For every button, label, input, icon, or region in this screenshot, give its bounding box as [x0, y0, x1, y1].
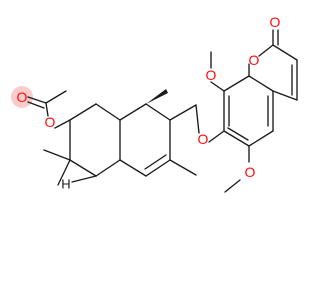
carbonyl-oxygen-label: O — [17, 89, 28, 105]
bond-ester-o-c — [54, 119, 71, 129]
bond-ch2 — [169, 104, 197, 121]
ether-oxygen-label: O — [198, 131, 209, 147]
bond-benz-2 — [223, 75, 250, 92]
bond-benz-6 — [223, 130, 250, 147]
bond-benz-3 — [248, 75, 274, 92]
bond-ring-b-1 — [119, 103, 147, 121]
bond-ring-b-4-double — [144, 154, 167, 170]
carbonyl-oxygen-highlight — [11, 86, 33, 108]
bond-gem-methyl-2 — [57, 159, 71, 186]
bond-stereo-h — [71, 175, 97, 183]
molecule-drawing: O O H O O O O O — [11, 14, 298, 193]
bond-ring-b-5 — [119, 159, 147, 177]
bond-ring-a-1 — [69, 103, 97, 121]
bond-ring-b-4 — [145, 159, 171, 177]
bond-acetyl-carbonyl-double — [27, 101, 45, 109]
bond-ring-a-3 — [95, 159, 121, 177]
bond-ome6-me — [224, 179, 241, 193]
bond-gem-methyl-1 — [43, 149, 71, 161]
methoxy-oxygen-8-label: O — [206, 67, 217, 83]
bond-o-aryl — [208, 130, 225, 143]
bond-ch2-o — [195, 104, 200, 134]
bond-ring-o-2 — [258, 44, 274, 57]
structure-canvas: O O H O O O O O — [11, 14, 298, 193]
bond-pyranone-1 — [272, 44, 298, 61]
bond-vinyl-methyl — [169, 159, 197, 176]
bond-ring-b-2 — [145, 103, 171, 121]
bond-pyranone-3 — [272, 90, 298, 101]
bond-benz-5 — [248, 130, 274, 147]
bond-ring-a-4 — [69, 159, 97, 177]
methoxy-oxygen-6-label: O — [245, 164, 256, 180]
ester-oxygen-label: O — [45, 114, 56, 130]
lactone-ring-oxygen-label: O — [249, 52, 260, 68]
lactone-carbonyl-oxygen-label: O — [270, 14, 281, 30]
bond-acetyl-methyl — [45, 90, 67, 104]
stereo-hydrogen-label: H — [61, 177, 70, 192]
bond-ring-a-2 — [95, 103, 121, 121]
wedge-angular-methyl — [146, 89, 168, 104]
bond-acetyl-ester-o — [45, 102, 49, 117]
bond-benz-6-double — [227, 127, 249, 141]
bond-acetyl-carbonyl — [27, 96, 47, 104]
bond-ome8-o — [210, 81, 225, 92]
